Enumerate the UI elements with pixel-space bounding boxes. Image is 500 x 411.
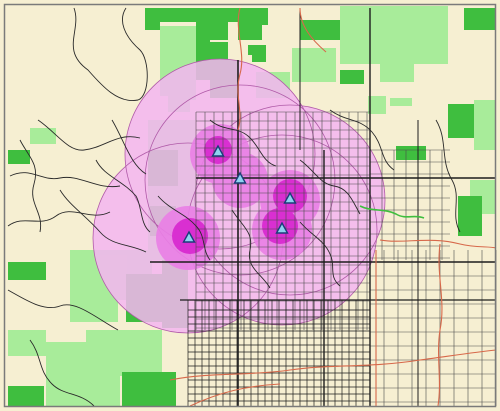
park-area [474, 100, 496, 150]
stream-line [359, 205, 425, 219]
service-zone-outline [124, 58, 316, 250]
road-network-grid [150, 8, 497, 406]
road-curved [111, 119, 147, 175]
site-marker[interactable] [182, 230, 196, 243]
road-curved [72, 7, 148, 101]
site-marker-layer[interactable] [182, 144, 297, 243]
triangle-marker-icon[interactable] [275, 221, 289, 234]
park-area [8, 386, 44, 406]
triangle-marker-icon[interactable] [211, 144, 225, 157]
road-arterial [379, 239, 497, 249]
road-curved [231, 209, 271, 289]
road-curved [7, 289, 119, 331]
service-zone-outline [144, 84, 336, 276]
park-area [340, 70, 364, 84]
road-arterial [189, 383, 281, 407]
road-arterial [437, 243, 443, 407]
road-curved [157, 195, 211, 261]
road-curved [29, 339, 95, 407]
road-curved [37, 119, 141, 151]
park-area [46, 342, 120, 406]
road-curved [299, 159, 361, 215]
road-arterial [299, 7, 327, 53]
road-network-arterial [169, 7, 497, 407]
triangle-marker-icon[interactable] [233, 171, 247, 184]
road-arterial [237, 7, 243, 131]
park-area [30, 128, 56, 144]
park-area [458, 196, 482, 236]
road-curved [299, 221, 341, 287]
service-zone-outline [194, 104, 386, 296]
park-area [368, 96, 386, 114]
road-curved [59, 189, 147, 253]
triangle-marker-icon[interactable] [283, 191, 297, 204]
road-curved [435, 119, 461, 233]
park-area [448, 104, 474, 138]
site-marker[interactable] [233, 171, 247, 184]
site-marker[interactable] [211, 144, 225, 157]
road-network-curved [7, 7, 461, 407]
triangle-marker-icon[interactable] [182, 230, 196, 243]
road-curved [19, 139, 42, 233]
site-marker[interactable] [275, 221, 289, 234]
road-curved [7, 211, 111, 227]
site-marker[interactable] [283, 191, 297, 204]
park-area [8, 330, 46, 356]
park-area [292, 48, 336, 82]
park-area [122, 372, 176, 406]
park-area [8, 150, 30, 164]
park-area [464, 8, 496, 30]
map-frame-border [3, 3, 497, 408]
park-area [248, 45, 266, 62]
park-area [396, 146, 426, 160]
park-area [390, 98, 412, 106]
road-curved [209, 119, 277, 167]
park-area [340, 6, 448, 82]
park-area [238, 8, 268, 40]
road-curved [9, 172, 121, 188]
road-curved [329, 109, 395, 171]
park-area [145, 8, 238, 40]
road-curved [95, 159, 151, 233]
park-area [8, 262, 46, 280]
road-arterial [169, 349, 497, 381]
